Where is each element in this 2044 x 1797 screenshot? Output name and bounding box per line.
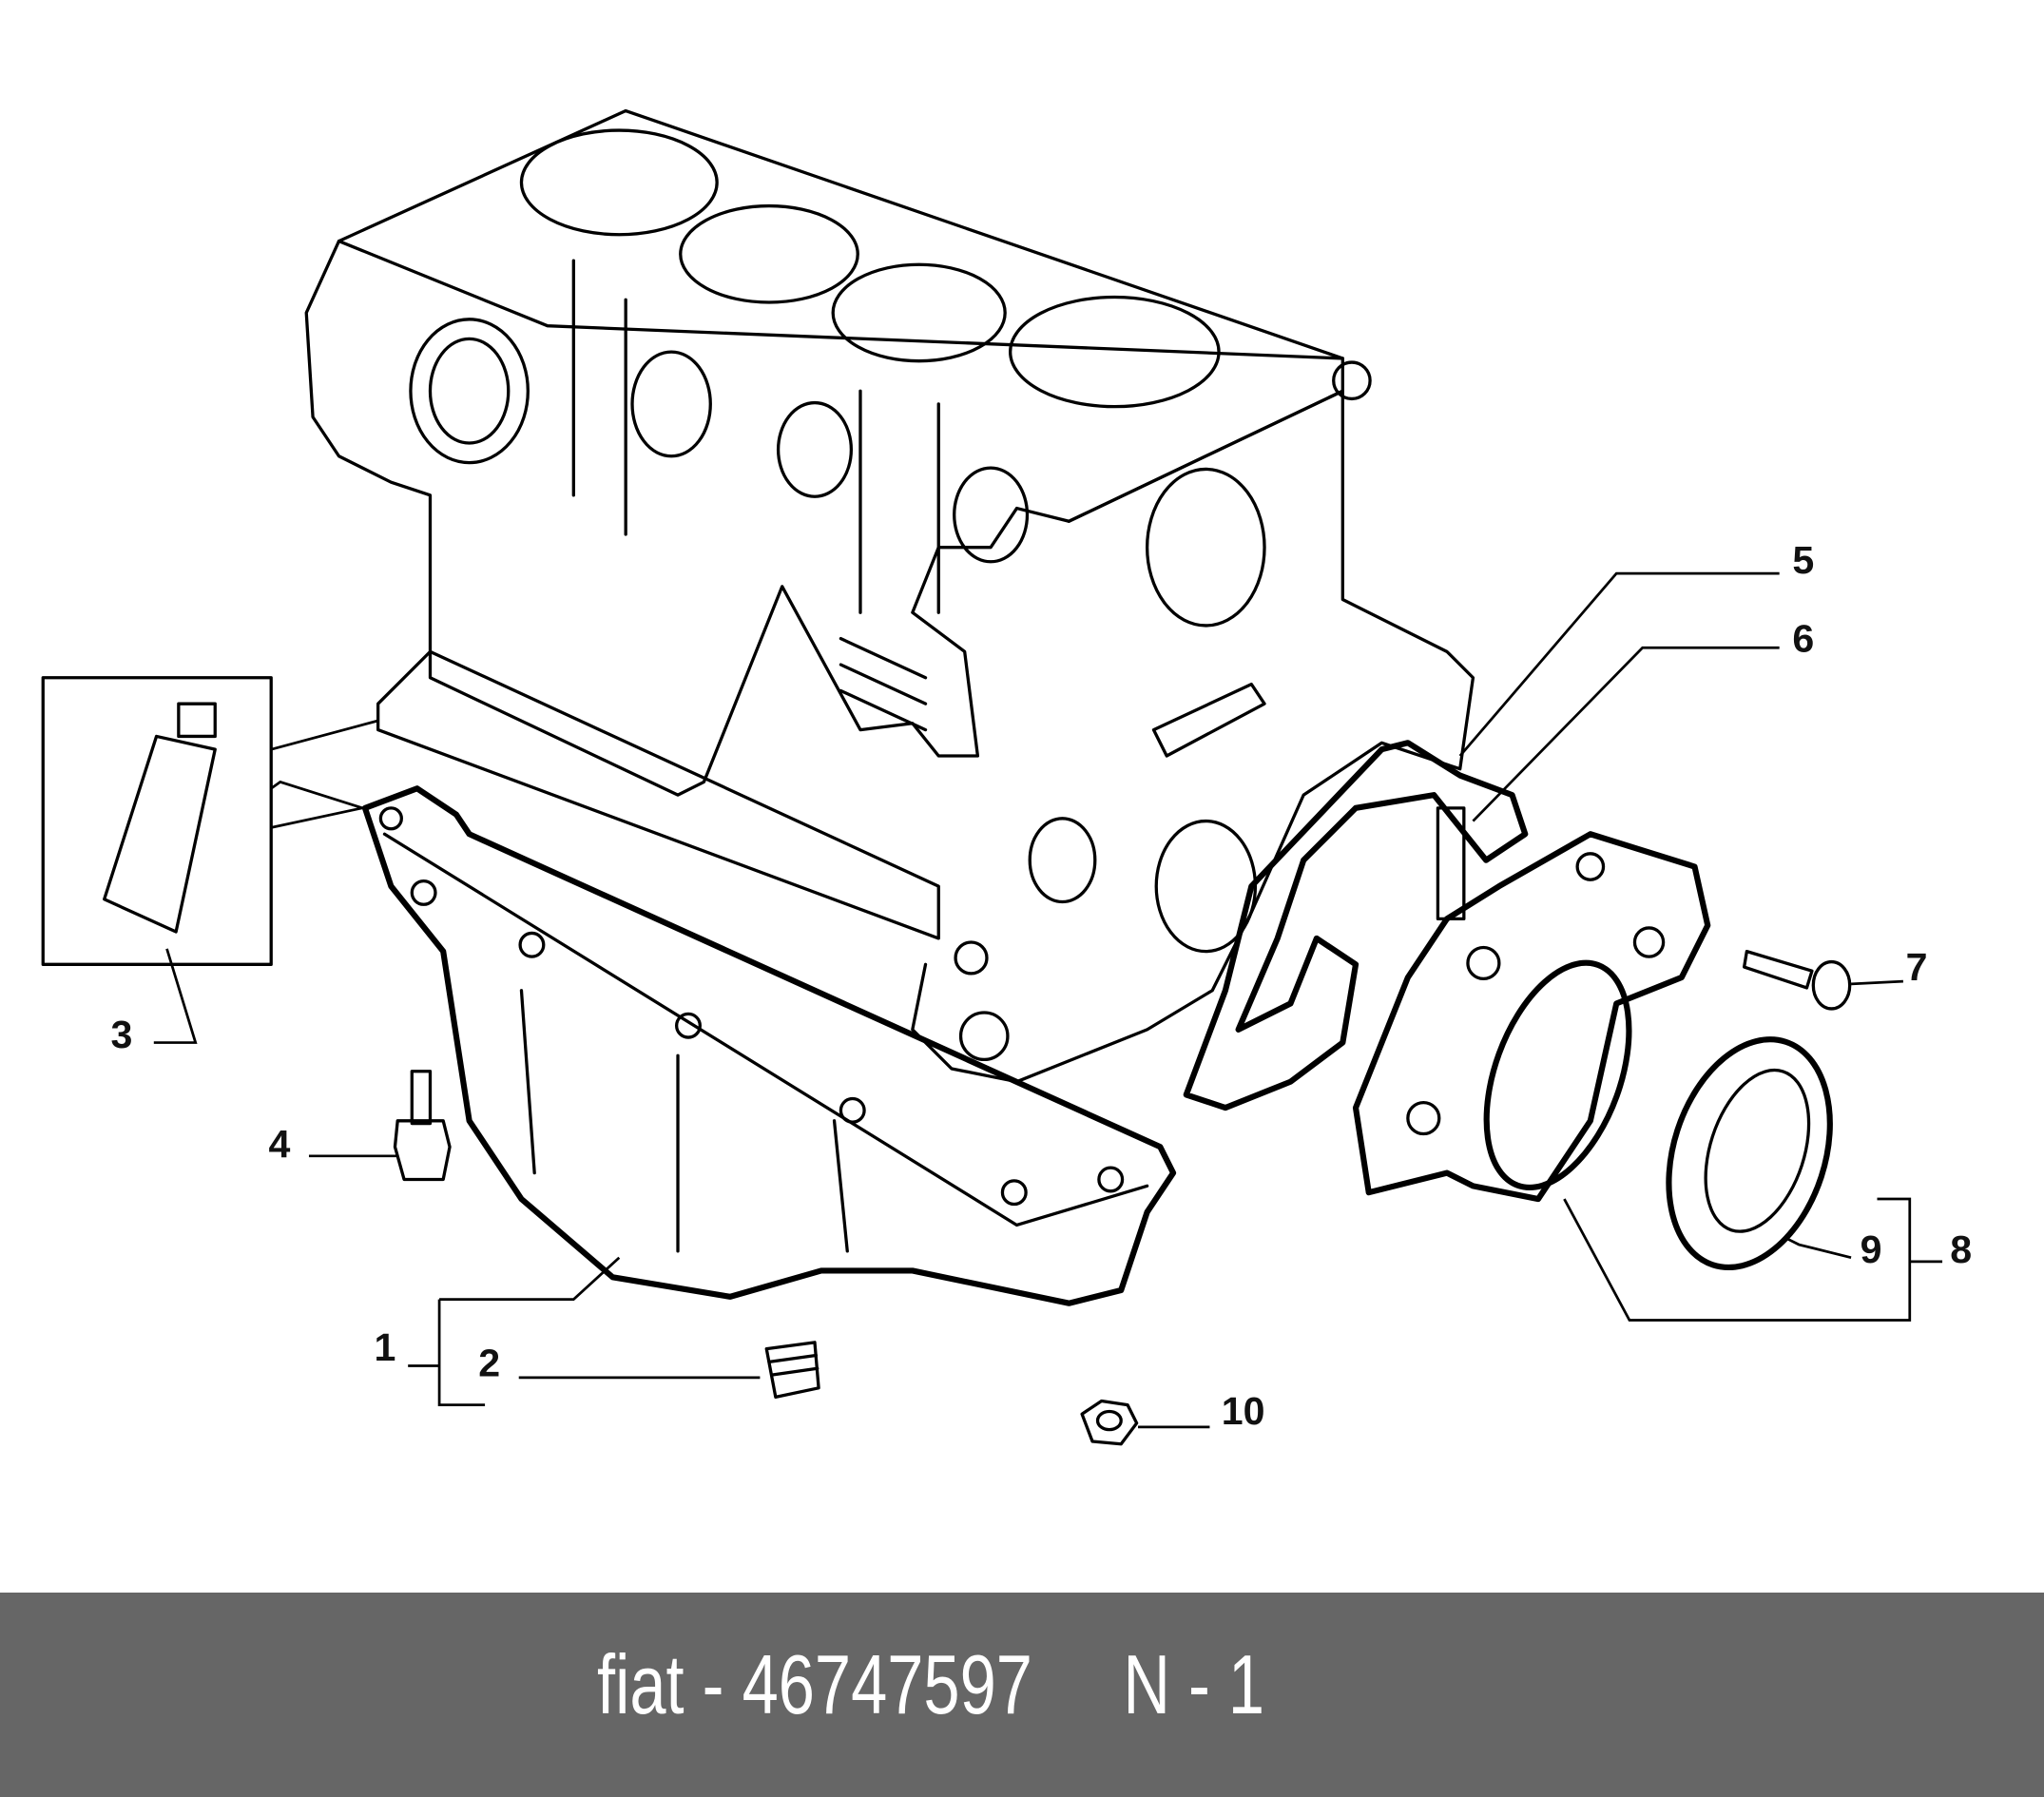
oil-pan bbox=[361, 785, 1177, 1306]
callout-5: 5 bbox=[1792, 538, 1814, 582]
brand-name: fiat bbox=[597, 1637, 685, 1731]
seal-carrier bbox=[1352, 831, 1711, 1203]
stud-bolt-4 bbox=[393, 1070, 452, 1182]
footer-bar bbox=[0, 1593, 2044, 1797]
rear-cover-gasket bbox=[1183, 740, 1529, 1111]
leader-lines bbox=[153, 571, 1943, 1429]
part-number: 46747597 bbox=[742, 1637, 1032, 1731]
callout-9: 9 bbox=[1861, 1227, 1882, 1271]
callout-10: 10 bbox=[1222, 1389, 1265, 1433]
callout-7: 7 bbox=[1906, 945, 1928, 989]
callout-1: 1 bbox=[375, 1325, 396, 1369]
crankshaft-seal bbox=[1666, 1036, 1833, 1271]
sealant-tube-3 bbox=[41, 676, 378, 966]
footer-caption: fiat - 46747597 N - 1 bbox=[597, 1637, 1264, 1732]
callout-4: 4 bbox=[268, 1122, 290, 1166]
bolt-7 bbox=[1742, 949, 1852, 1011]
engine-block bbox=[304, 108, 1475, 1084]
page-reference: N - 1 bbox=[1123, 1637, 1265, 1731]
callout-2: 2 bbox=[478, 1341, 500, 1384]
callout-8: 8 bbox=[1950, 1227, 1972, 1271]
nut-10 bbox=[1080, 1399, 1139, 1446]
engine-block-exploded-diagram: 5 6 7 3 4 9 8 1 2 10 bbox=[41, 108, 1972, 1446]
drain-plug-2 bbox=[764, 1341, 820, 1400]
separator: - bbox=[684, 1637, 742, 1731]
callout-6: 6 bbox=[1792, 616, 1814, 660]
callout-3: 3 bbox=[111, 1013, 133, 1056]
